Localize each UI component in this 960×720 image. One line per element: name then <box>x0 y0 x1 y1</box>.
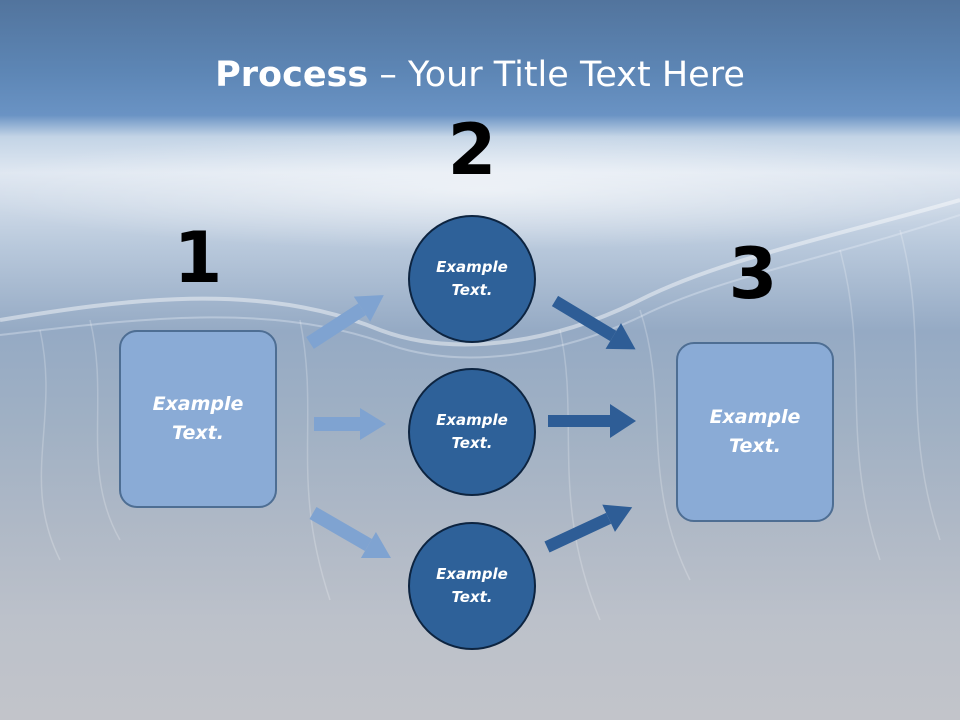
arrow-from-circle-top <box>551 295 636 350</box>
step-number-1: 1 <box>173 217 223 299</box>
arrow-to-circle-middle <box>314 408 386 440</box>
title-bold: Process <box>215 55 369 95</box>
arrow-to-circle-top <box>306 295 384 349</box>
step-3-line2: Text. <box>729 435 781 457</box>
arrow-from-circle-bottom <box>544 504 633 553</box>
circle-bottom-line1: Example <box>436 565 508 583</box>
step-2-circle-bottom: Example Text. <box>408 522 536 650</box>
arrow-from-circle-middle <box>548 404 636 438</box>
step-number-2: 2 <box>447 109 497 191</box>
step-number-3: 3 <box>728 233 778 315</box>
circle-middle-line1: Example <box>436 411 508 429</box>
step-1-line2: Text. <box>172 422 224 444</box>
circle-middle-line2: Text. <box>451 434 493 452</box>
step-3-line1: Example <box>709 406 801 428</box>
step-2-circle-middle: Example Text. <box>408 368 536 496</box>
circle-top-line1: Example <box>436 258 508 276</box>
step-2-circle-top: Example Text. <box>408 215 536 343</box>
arrow-to-circle-bottom <box>309 506 391 558</box>
step-3-box: Example Text. <box>676 342 834 522</box>
title-rest: – Your Title Text Here <box>368 55 745 95</box>
circle-bottom-line2: Text. <box>451 588 493 606</box>
circle-top-line2: Text. <box>451 281 493 299</box>
slide-title: Process – Your Title Text Here <box>0 52 960 98</box>
step-1-box: Example Text. <box>119 330 277 508</box>
step-1-line1: Example <box>152 393 244 415</box>
